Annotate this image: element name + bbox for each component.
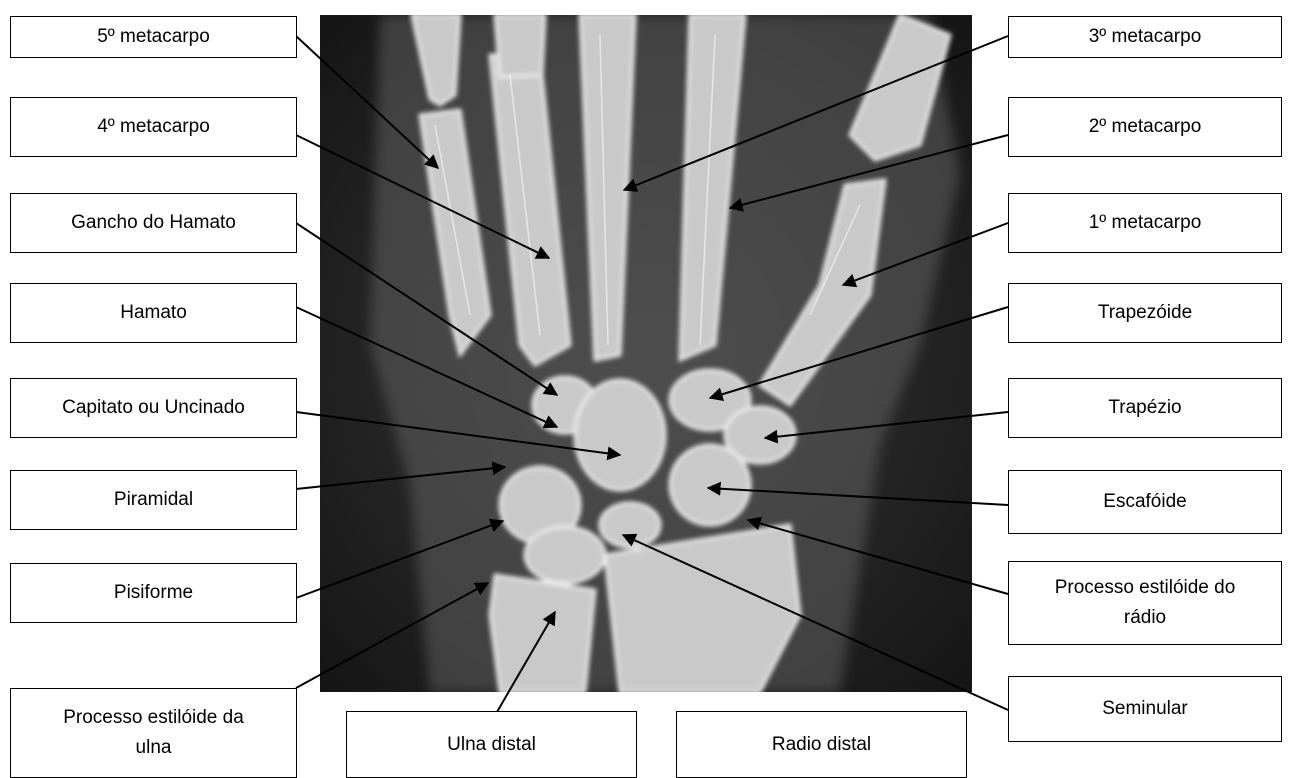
label-ulnar-styloid: Processo estilóide da ulna [10,688,297,778]
label-pisiform: Pisiforme [10,563,297,623]
label-triquetrum: Piramidal [10,470,297,530]
label-metacarpal-5: 5º metacarpo [10,16,297,58]
label-trapezoid: Trapezóide [1008,283,1282,343]
label-trapezium: Trapézio [1008,378,1282,438]
label-radial-styloid: Processo estilóide do rádio [1008,561,1282,645]
label-hamate: Hamato [10,283,297,343]
label-scaphoid: Escafóide [1008,470,1282,534]
label-metacarpal-3: 3º metacarpo [1008,16,1282,58]
label-lunate: Seminular [1008,676,1282,742]
hand-wrist-xray-image [320,15,972,692]
label-metacarpal-2: 2º metacarpo [1008,97,1282,157]
label-capitate: Capitato ou Uncinado [10,378,297,438]
label-distal-radius: Radio distal [676,711,967,778]
label-metacarpal-1: 1º metacarpo [1008,193,1282,253]
label-metacarpal-4: 4º metacarpo [10,97,297,157]
label-distal-ulna: Ulna distal [346,711,637,778]
label-hook-of-hamate: Gancho do Hamato [10,193,297,253]
